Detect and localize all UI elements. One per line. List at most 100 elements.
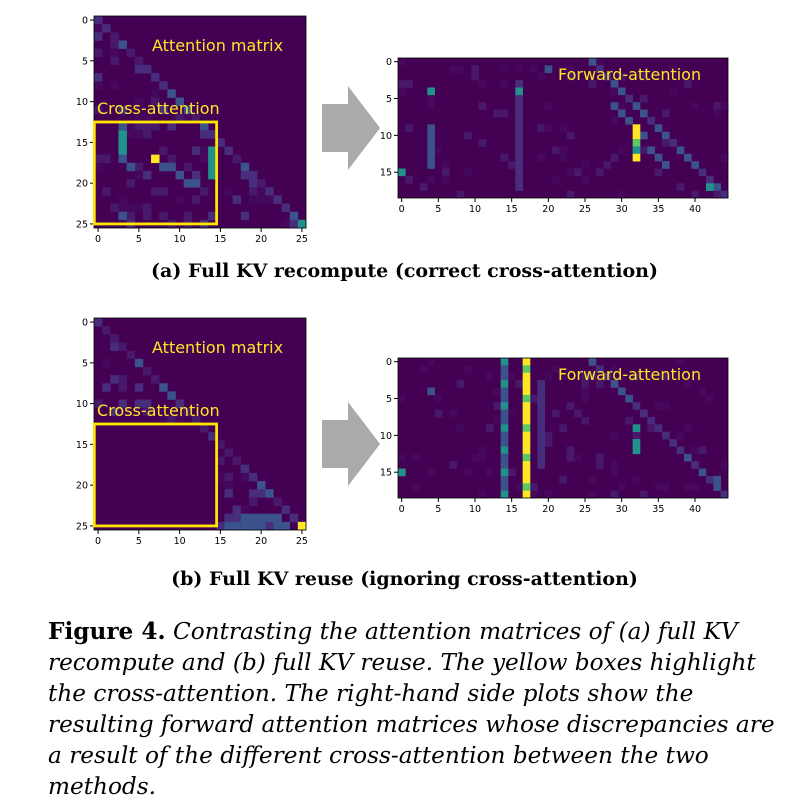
diagonal-cell: [647, 116, 655, 125]
column-cell: [537, 446, 545, 455]
heatmap-cell: [216, 472, 225, 482]
heatmap-cell: [610, 490, 619, 499]
column-cell: [522, 409, 531, 418]
diagonal-cell: [159, 81, 168, 90]
column-cell: [500, 439, 509, 447]
bright-cell: [208, 162, 217, 172]
diagonal-cell: [625, 394, 633, 403]
y-tick-label: 10: [380, 431, 392, 442]
column-cell: [500, 475, 509, 484]
heatmap-cell: [134, 170, 144, 180]
heatmap-cell: [427, 175, 435, 184]
diagonal-cell: [640, 109, 648, 118]
heatmap-cell: [559, 424, 567, 432]
heatmap-cell: [610, 365, 619, 374]
heatmap-cell: [134, 399, 144, 408]
diagonal-cell: [200, 424, 209, 433]
diagonal-cell: [216, 138, 225, 147]
heatmap-cell: [720, 102, 729, 110]
column-cell: [522, 439, 531, 447]
heatmap-cell: [200, 146, 209, 155]
column-cell: [522, 424, 531, 432]
heatmap-cell: [126, 203, 136, 212]
heatmap-cell: [640, 490, 648, 499]
heatmap-cell: [110, 40, 119, 49]
x-tick-label: 10: [469, 504, 481, 515]
heatmap-cell: [265, 513, 274, 523]
heatmap-cell: [159, 146, 168, 155]
heatmap-cell: [248, 489, 258, 498]
column-cell: [500, 490, 509, 499]
column-cell: [522, 387, 531, 396]
attention-matrix-title: Attention matrix: [152, 338, 283, 357]
heatmap-cell: [151, 97, 160, 106]
heatmap-cell: [493, 416, 501, 425]
heatmap-cell: [232, 521, 242, 531]
x-tick-label: 10: [174, 234, 186, 245]
diagonal-cell: [618, 87, 626, 96]
heatmap-cell: [110, 203, 119, 212]
plot-frame: [397, 357, 729, 499]
diagonal-cell: [676, 446, 685, 455]
column-cell: [500, 358, 509, 366]
heatmap-cell: [118, 154, 127, 164]
heatmap-cell: [632, 372, 641, 381]
heatmap-cell: [544, 431, 553, 440]
heatmap-cell: [566, 453, 575, 462]
subcaption-a: (a) Full KV recompute (correct cross-att…: [151, 260, 658, 282]
heatmap-cell: [398, 453, 406, 462]
heatmap-cell: [159, 105, 168, 115]
heatmap-cell: [281, 521, 290, 531]
heatmap-cell: [559, 475, 567, 484]
heatmap-cell: [398, 87, 406, 96]
heatmap-cell: [566, 131, 575, 140]
column-cell: [515, 80, 523, 88]
heatmap-cell: [102, 187, 111, 196]
column-cell: [515, 161, 523, 169]
heatmap-cell: [713, 102, 721, 110]
diagonal-cell: [691, 161, 699, 169]
diagonal-cell: [142, 64, 152, 74]
diagonal-cell: [191, 415, 201, 425]
column-cell: [515, 94, 523, 103]
heatmap-cell: [257, 187, 266, 196]
diagonal-cell: [706, 175, 714, 184]
bright-cell: [632, 446, 641, 455]
heatmap-cell: [478, 446, 487, 455]
heatmap-cell: [654, 483, 663, 491]
diagonal-cell: [596, 65, 604, 74]
heatmap-cell: [240, 513, 250, 523]
column-cell: [427, 146, 435, 155]
heatmap-cell: [713, 109, 721, 118]
heatmap-cell: [552, 409, 560, 418]
column-cell: [515, 183, 523, 191]
x-tick-label: 25: [296, 234, 308, 245]
column-cell: [500, 365, 509, 374]
heatmap-cell: [669, 87, 677, 96]
cross-attention-label: Cross-attention: [97, 99, 220, 118]
diagonal-cell: [720, 190, 729, 199]
heatmap-cell: [610, 461, 619, 469]
heatmap-cell: [698, 446, 707, 455]
plot-frame: [397, 57, 729, 199]
column-cell: [522, 372, 531, 381]
column-cell: [515, 109, 523, 118]
heatmap-cell: [684, 424, 692, 432]
diagonal-cell: [669, 439, 677, 447]
heatmap-cell: [530, 65, 538, 74]
heatmap-cell: [216, 521, 225, 531]
diagonal-cell: [224, 448, 233, 457]
heatmap-cell: [265, 195, 274, 204]
heatmap-cell: [94, 105, 103, 115]
heatmap-cell: [200, 130, 209, 139]
diagonal-cell: [151, 375, 160, 384]
heatmap-cell: [224, 513, 233, 523]
x-tick-label: 5: [435, 504, 441, 515]
heatmap-cell: [126, 179, 136, 188]
bright-cell: [208, 170, 217, 180]
heatmap-cell: [720, 461, 729, 469]
x-tick-label: 0: [399, 204, 405, 215]
diagonal-cell: [167, 391, 176, 400]
heatmap-cell: [691, 190, 699, 199]
diagonal-cell: [603, 372, 611, 381]
